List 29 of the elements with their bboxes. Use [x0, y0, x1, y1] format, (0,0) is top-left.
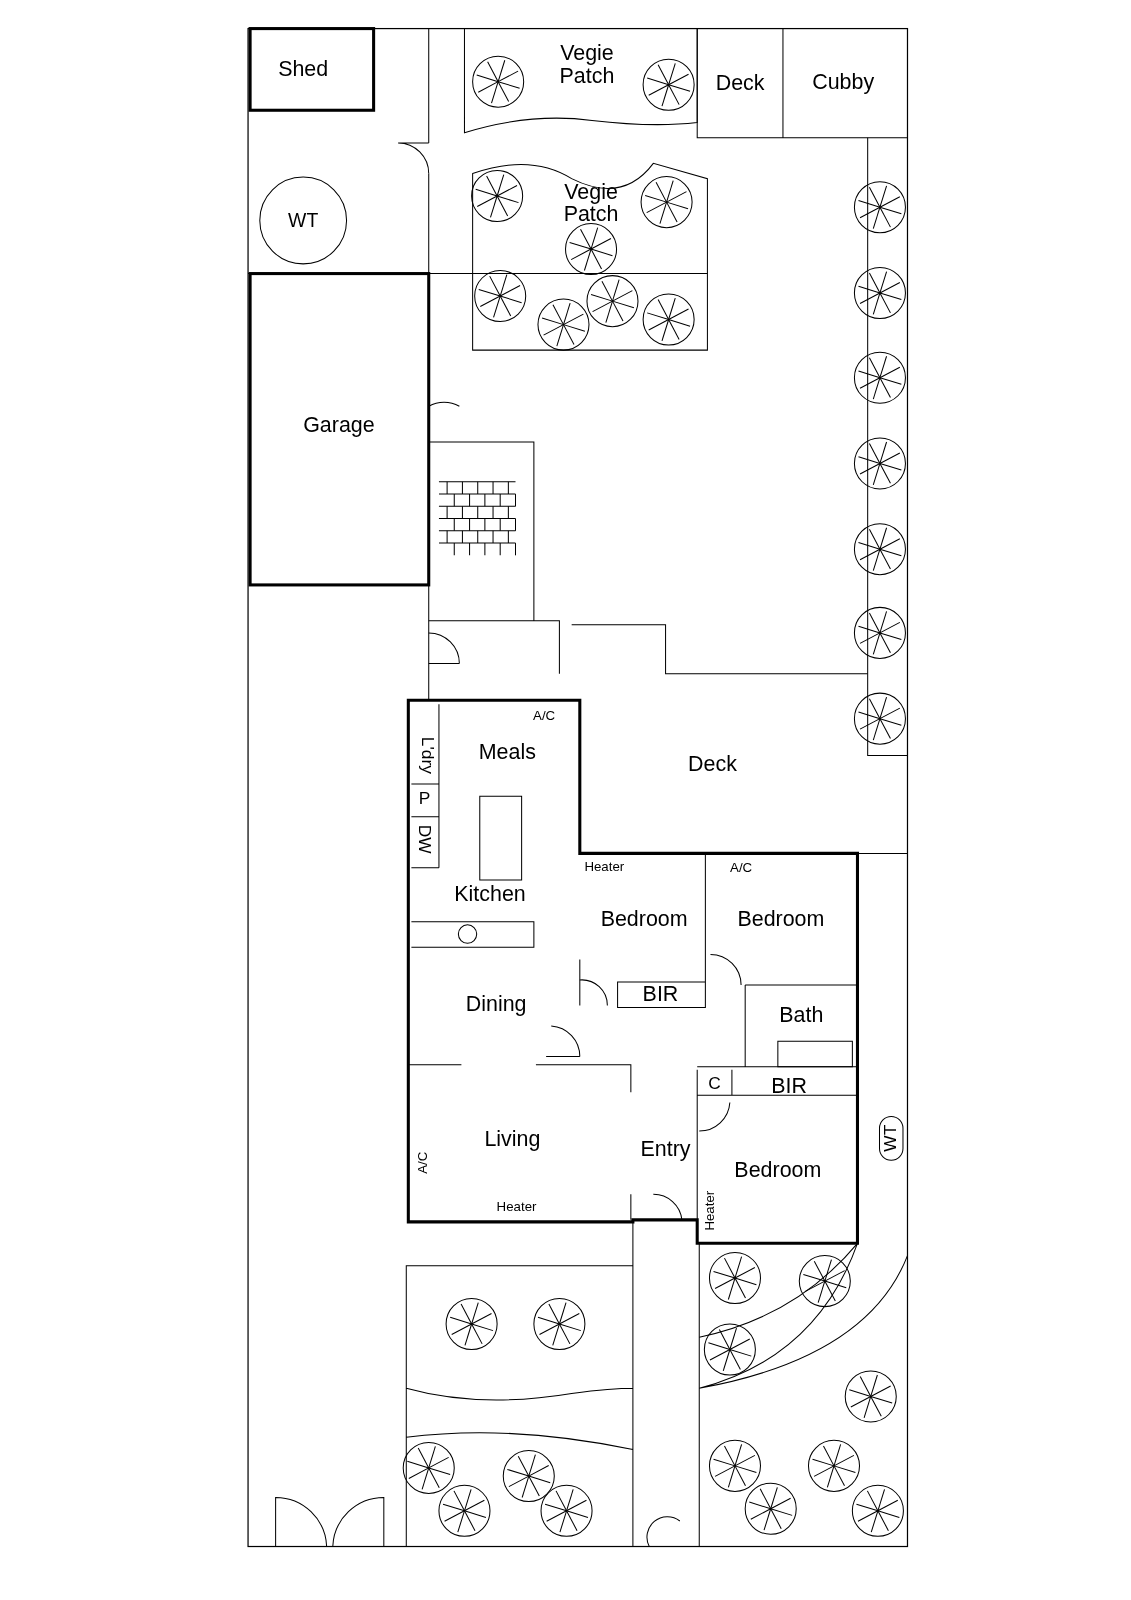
room-label: Garage [303, 413, 375, 436]
room-label: BIR [642, 983, 679, 1006]
room-label: Bedroom [600, 907, 688, 930]
room-label: Bath [779, 1003, 824, 1026]
fixture-label: Heater [584, 859, 625, 875]
room-label: L'dry [417, 736, 436, 774]
room-label: Deck [715, 71, 765, 94]
room-label: Meals [478, 741, 536, 764]
room-label: Entry [640, 1137, 691, 1160]
room-label: Vegie Patch [550, 180, 632, 226]
room-label: Vegie Patch [546, 41, 628, 87]
room-label: Cubby [812, 70, 875, 93]
room-label: Dining [465, 992, 527, 1015]
fixture-label: A/C [533, 707, 556, 724]
room-label: BIR [771, 1074, 807, 1098]
room-label: Kitchen [454, 882, 526, 906]
room-label: Shed [278, 57, 329, 80]
room-label: Bedroom [734, 1158, 822, 1182]
room-label: Living [484, 1127, 541, 1151]
room-label: C [708, 1075, 721, 1094]
fixture-label: Heater [701, 1190, 718, 1231]
fixture-label: Heater [496, 1198, 537, 1215]
room-label: DW [415, 824, 434, 854]
water-tank-circle: WT [259, 176, 348, 265]
fixture-label: A/C [414, 1151, 431, 1174]
room-label: Bedroom [737, 907, 825, 930]
room-label: P [418, 790, 431, 809]
fixture-label: A/C [730, 860, 753, 876]
room-label: Deck [688, 752, 737, 775]
